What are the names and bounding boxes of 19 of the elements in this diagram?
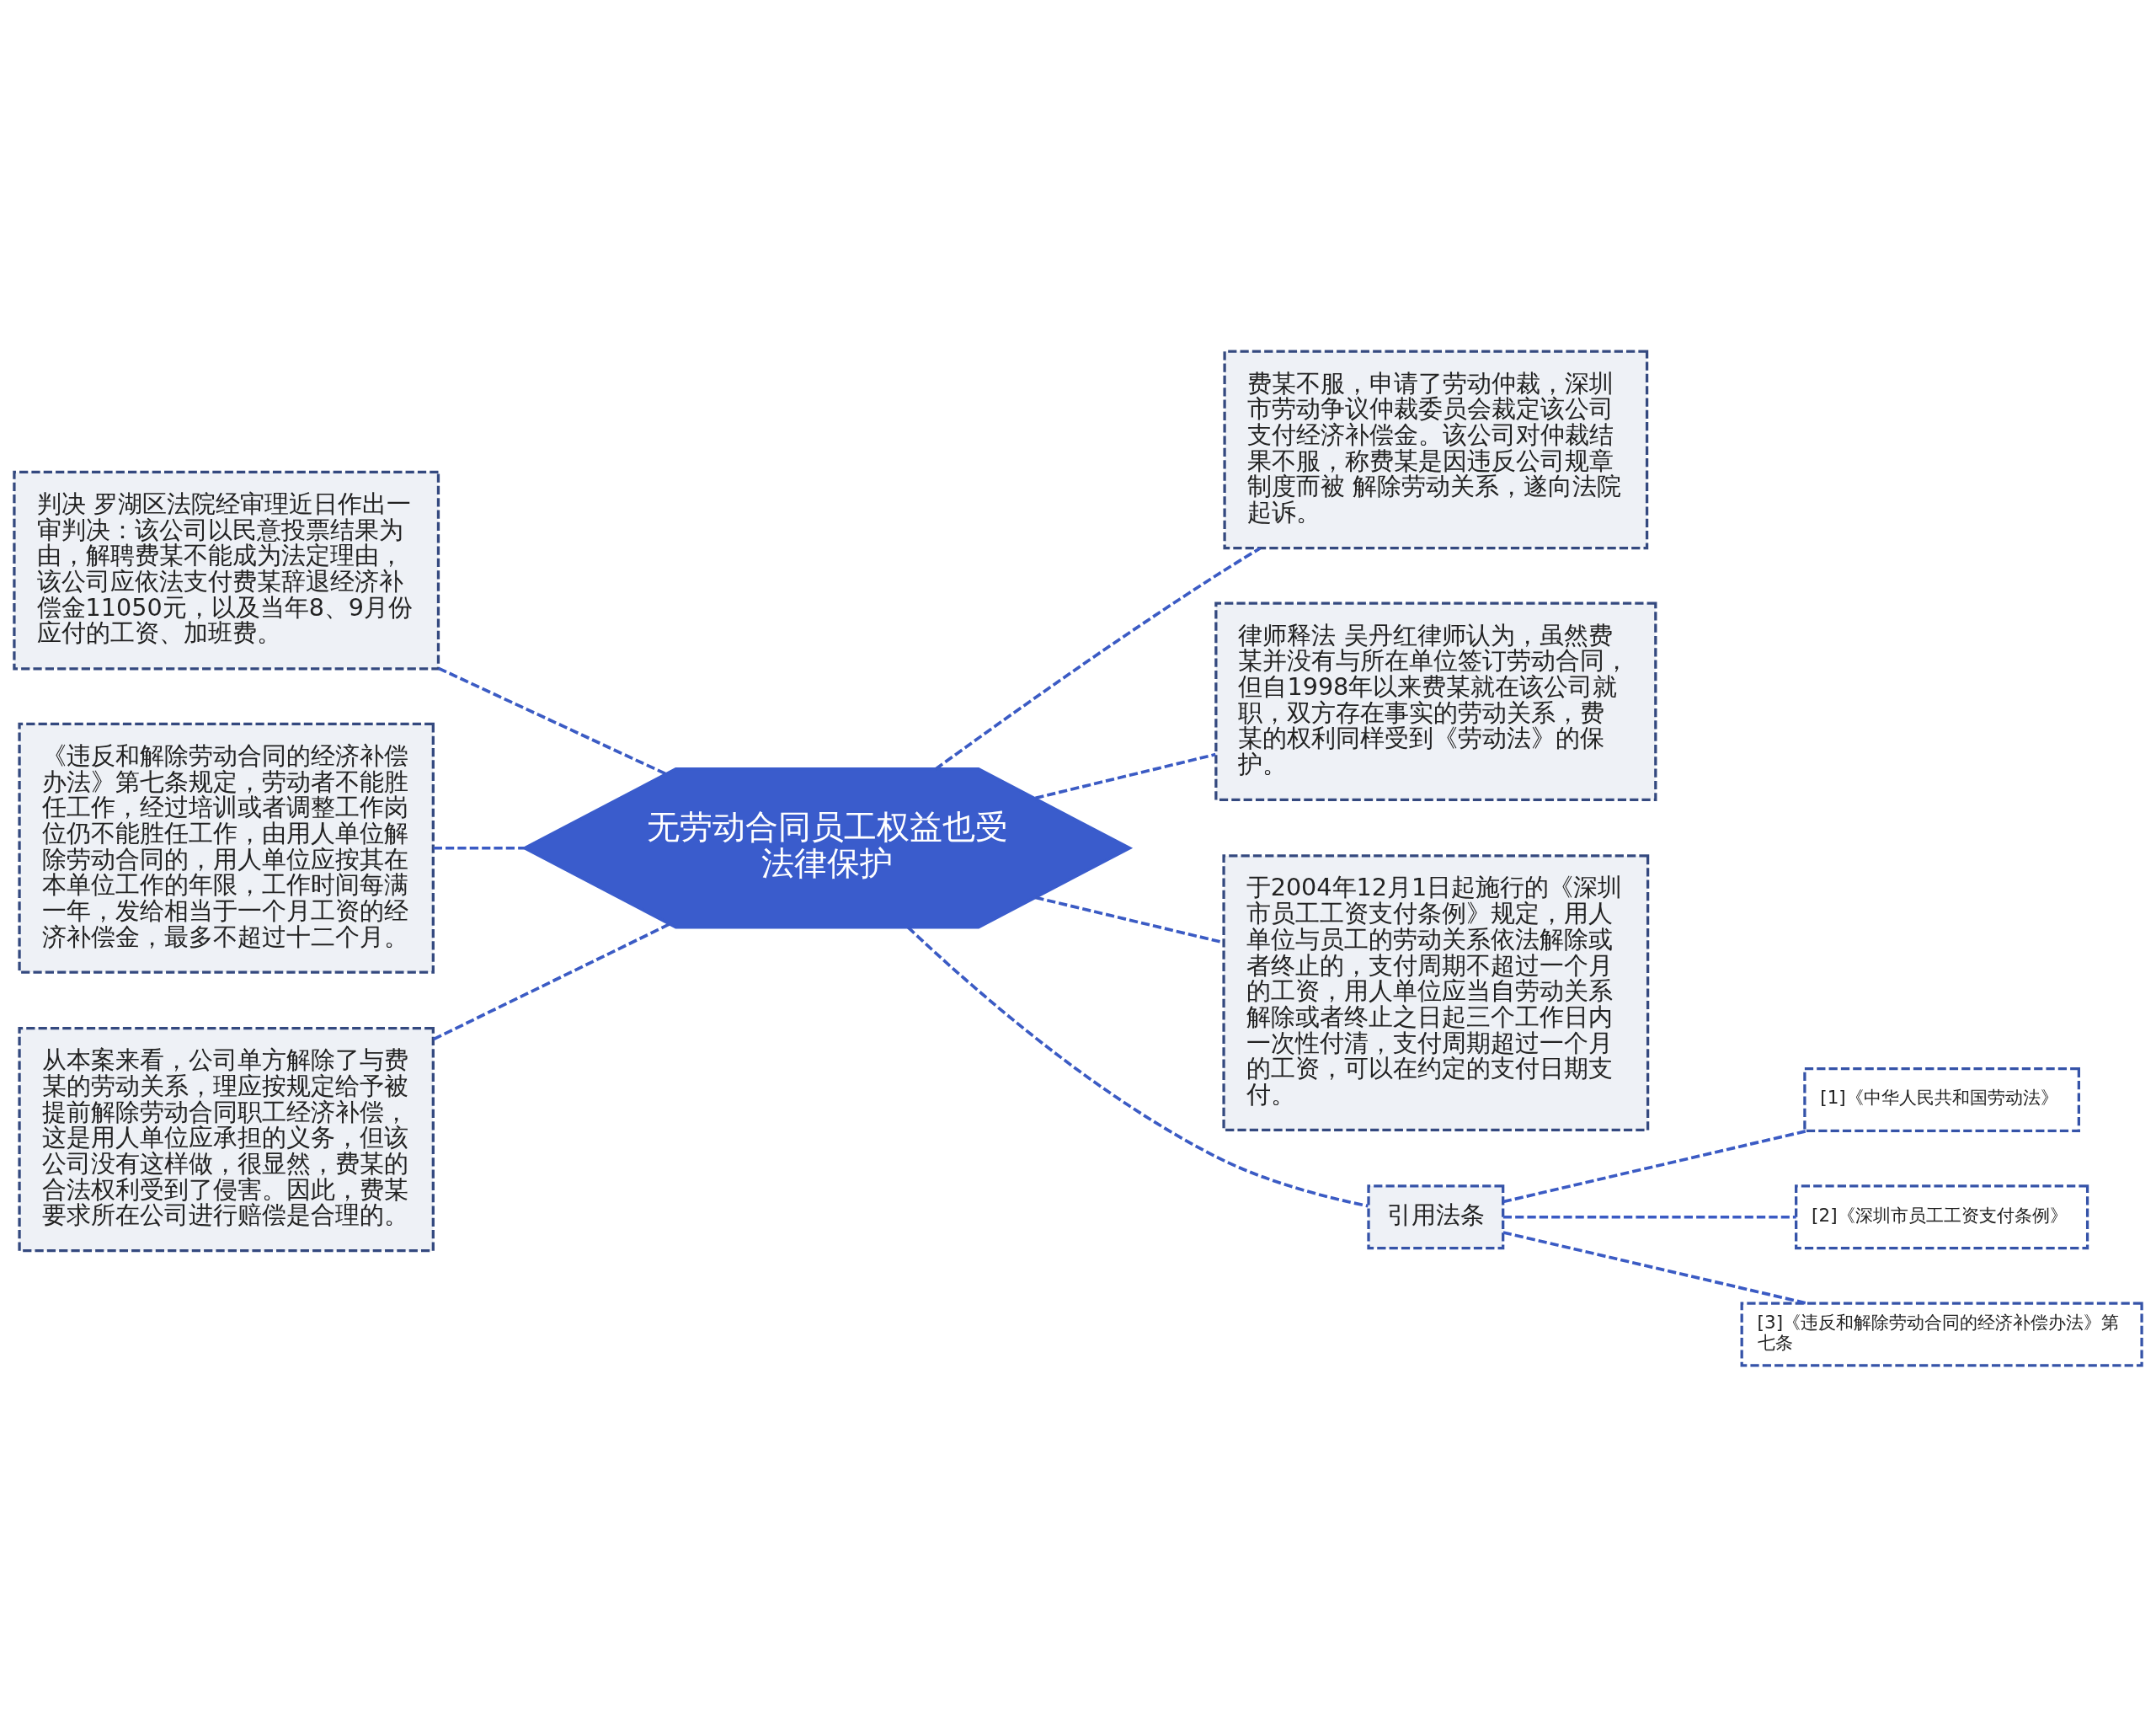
connector [438, 666, 667, 775]
connector [1502, 1129, 1807, 1203]
node-box: [1]《中华人民共和国劳动法》 [1803, 1066, 2080, 1132]
node-box: 判决 罗湖区法院经审理近日作出一审判决：该公司以民意投票结果为由，解聘费某不能成为法定理由，该公司应依法支付费某辞退经济补偿金11050元，以及当年8、9月份应付的工资、加班费。 [13, 470, 440, 670]
connector [1035, 752, 1216, 799]
node-box: 费某不服，申请了劳动仲裁，深圳市劳动争议仲裁委员会裁定该公司支付经济补偿金。该公司对仲裁结果不服，称费某是因违反公司规章制度而被 解除劳动关系，遂向法院起诉。 [1223, 350, 1649, 549]
node-box: 引用法条 [1367, 1184, 1505, 1249]
node-box: 于2004年12月1日起施行的《深圳市员工工资支付条例》规定，用人单位与员工的劳动关系依法解除或者终止的，支付周期不超过一个月的工资，用人单位应当自劳动关系解除或者终止之日起三个工作日内一次性付清，支付周期超过一个月的工资，可以在约定的支付日期支付。 [1222, 853, 1650, 1131]
node-box: 《违反和解除劳动合同的经济补偿办法》第七条规定，劳动者不能胜任工作，经过培训或者调整工作岗位仍不能胜任工作，由用人单位解除劳动合同的，用人单位应按其在本单位工作的年限，工作时间每满一年，发给相当于一个月工资的经济补偿金，最多不超过十二个月。 [18, 722, 435, 974]
connector [1502, 1230, 1807, 1305]
connector [433, 846, 525, 850]
connector [934, 546, 1262, 770]
node-box: [2]《深圳市员工工资支付条例》 [1795, 1184, 2089, 1249]
node-box: 从本案来看，公司单方解除了与费某的劳动关系，理应按规定给予被提前解除劳动合同职工经济补偿，这是用人单位应承担的义务，但该公司没有这样做，很显然，费某的合法权利受到了侵害。因此，费某要求所在公司进行赔偿是合理的。 [18, 1026, 435, 1252]
connector [1502, 1215, 1796, 1219]
connector [433, 922, 670, 1040]
connector [907, 926, 1369, 1207]
node-box: [3]《违反和解除劳动合同的经济补偿办法》第七条 [1740, 1301, 2143, 1366]
node-box: 律师释法 吴丹红律师认为，虽然费某并没有与所在单位签订劳动合同，但自1998年以来费某就在该公司就职，双方存在事实的劳动关系，费某的权利同样受到《劳动法》的保护。 [1214, 601, 1657, 801]
